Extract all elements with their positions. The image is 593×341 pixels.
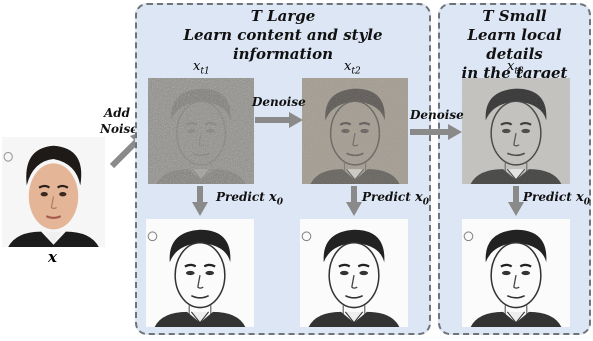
- predicted-sketch-3: [462, 219, 570, 327]
- predicted-sketch-2: [300, 219, 408, 327]
- denoise-arrow-2: [410, 124, 462, 140]
- predict-label-2: Predict x0: [362, 190, 429, 208]
- denoise-arrow-1: [255, 112, 303, 128]
- predict-arrow-3: [508, 186, 524, 216]
- predicted-sketch-1: [146, 219, 254, 327]
- noisy-image-xt3: [462, 78, 570, 184]
- input-x-label: x: [48, 248, 57, 266]
- noisy-image-xt2: [302, 78, 408, 184]
- input-face-photo: [2, 137, 105, 247]
- predict-arrow-1: [192, 186, 208, 216]
- xt3-label: xt3: [507, 59, 524, 77]
- denoise-label-2: Denoise: [410, 108, 464, 122]
- predict-arrow-2: [346, 186, 362, 216]
- xt2-label: xt2: [344, 59, 361, 77]
- predict-label-1: Predict x0: [216, 190, 283, 208]
- xt1-label: xt1: [193, 59, 210, 77]
- t-large-title: T Large Learn content and style informat…: [183, 7, 383, 63]
- denoise-label-1: Denoise: [252, 95, 306, 109]
- noisy-image-xt1: [148, 78, 254, 184]
- predict-label-3: Predict x0: [523, 190, 590, 208]
